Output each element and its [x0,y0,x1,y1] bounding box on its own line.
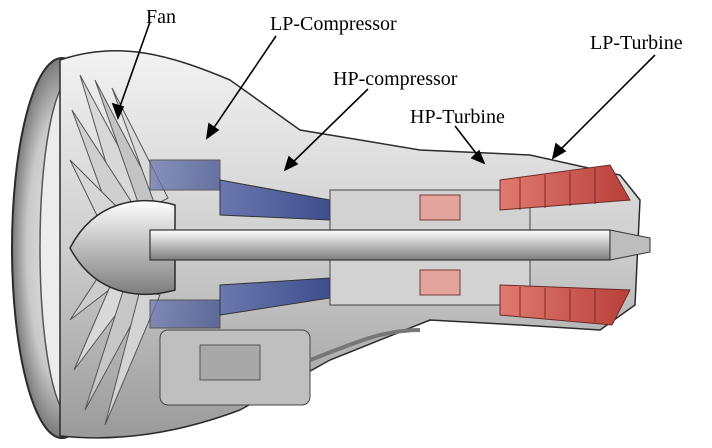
hp-turbine-label: HP-Turbine [410,107,505,127]
hp-compressor-label: HP-compressor [333,69,457,89]
lp-turbine-label: LP-Turbine [590,33,683,53]
fan-label: Fan [146,7,176,27]
accessory-gearbox [160,330,420,405]
lp-compressor-label: LP-Compressor [270,14,397,34]
main-shaft [150,230,650,260]
lp-turbine-arrow [553,55,655,158]
